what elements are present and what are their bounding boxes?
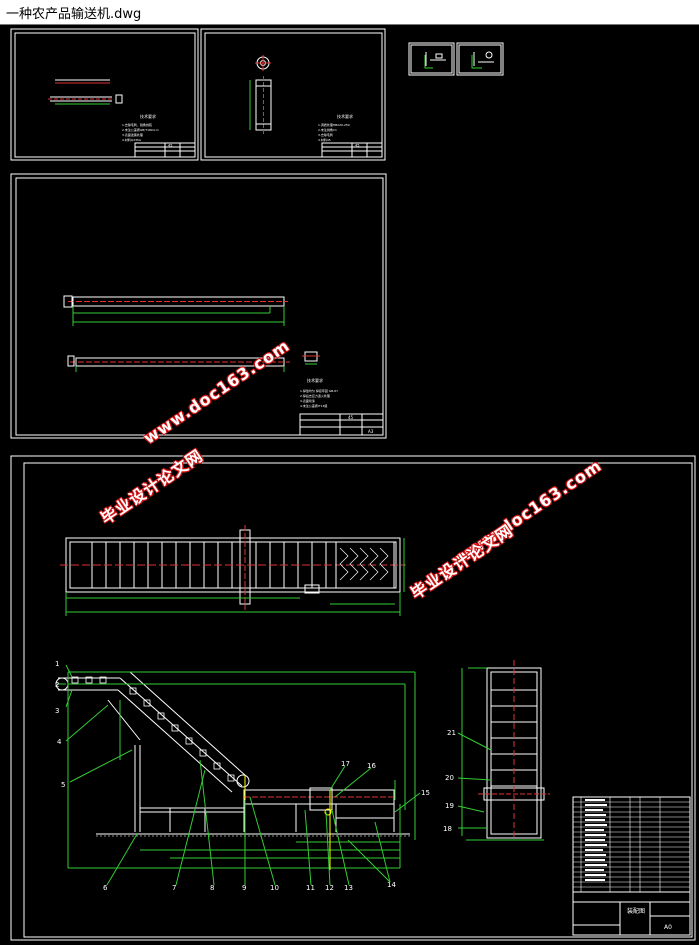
assembly-top-view[interactable] — [60, 525, 406, 616]
callout-20: 20 — [445, 774, 454, 782]
callout-16: 16 — [367, 762, 376, 770]
callout-1: 1 — [55, 660, 59, 668]
callout-19: 19 — [445, 802, 454, 810]
callout-17: 17 — [341, 760, 350, 768]
note-line: 2.未注公差按GB/T1804-m — [122, 127, 159, 132]
window-title: 一种农产品输送机.dwg — [6, 7, 142, 22]
callout-14: 14 — [387, 881, 396, 889]
title-block[interactable]: 装配图 A0 — [572, 891, 691, 936]
callout-12: 12 — [325, 884, 334, 892]
callout-13: 13 — [344, 884, 353, 892]
sheet-format: A0 — [664, 924, 672, 931]
callout-numbers: 1 2 3 4 5 6 7 8 9 10 11 12 13 14 15 16 1… — [55, 660, 456, 892]
note-line: 4.未注公差按IT13级 — [300, 403, 327, 408]
callout-6: 6 — [103, 884, 108, 892]
note-line: 1.调质处理HB220-250 — [318, 122, 350, 127]
material-cell: 45 — [168, 144, 172, 148]
material-cell: 45 — [355, 144, 359, 148]
callout-3: 3 — [55, 707, 59, 715]
callout-10: 10 — [270, 884, 279, 892]
notes-title: 技术要求 — [307, 377, 323, 383]
sheet-tiny-2[interactable] — [456, 42, 504, 76]
note-line: 4.材料Q235A — [122, 137, 142, 142]
window-titlebar: 一种农产品输送机.dwg — [0, 0, 699, 25]
format-cell: A3 — [368, 429, 374, 434]
sheet-assembly[interactable]: 装配图 A0 1 2 3 4 5 6 7 8 9 10 11 12 13 14 … — [10, 455, 696, 941]
callout-2: 2 — [55, 681, 59, 689]
parts-list-table[interactable] — [572, 796, 691, 893]
note-line: 2.未注倒角C1 — [318, 127, 337, 132]
sheet-small-2[interactable]: 技术要求 1.调质处理HB220-250 2.未注倒角C1 3.去除毛刺 4.材… — [200, 28, 386, 161]
callout-4: 4 — [57, 738, 62, 746]
note-line: 4.材料45 — [318, 137, 331, 142]
callout-7: 7 — [172, 884, 176, 892]
notes-title: 技术要求 — [140, 113, 156, 119]
note-line: 3.表面发黑处理 — [122, 132, 143, 137]
callout-5: 5 — [61, 781, 65, 789]
notes-title: 技术要求 — [337, 113, 353, 119]
callout-11: 11 — [306, 884, 315, 892]
note-line: 3.表面喷漆 — [300, 398, 315, 403]
sheet-tiny-1[interactable] — [408, 42, 455, 76]
assembly-front-view[interactable] — [55, 664, 421, 886]
callout-18: 18 — [443, 825, 452, 833]
note-line: 3.去除毛刺 — [318, 132, 333, 137]
sheet-long-part[interactable]: 技术要求 1.焊缝均匀 焊接牢固 GB-67 2.焊后去应力退火处理 3.表面喷… — [10, 173, 387, 439]
callout-21: 21 — [447, 729, 456, 737]
callout-8: 8 — [210, 884, 214, 892]
material-cell: 45 — [348, 415, 354, 420]
callout-15: 15 — [421, 789, 430, 797]
callout-9: 9 — [242, 884, 246, 892]
cad-canvas[interactable]: 技术要求 1.去除毛刺、锐角倒钝 2.未注公差按GB/T1804-m 3.表面发… — [0, 24, 699, 945]
note-line: 2.焊后去应力退火处理 — [300, 393, 330, 398]
sheet-small-1[interactable]: 技术要求 1.去除毛刺、锐角倒钝 2.未注公差按GB/T1804-m 3.表面发… — [10, 28, 199, 161]
drawing-area[interactable]: 技术要求 1.去除毛刺、锐角倒钝 2.未注公差按GB/T1804-m 3.表面发… — [0, 24, 699, 945]
assembly-side-view[interactable] — [457, 660, 550, 841]
note-line: 1.焊缝均匀 焊接牢固 GB-67 — [300, 388, 338, 393]
drawing-title: 装配图 — [627, 907, 645, 915]
note-line: 1.去除毛刺、锐角倒钝 — [122, 122, 152, 127]
